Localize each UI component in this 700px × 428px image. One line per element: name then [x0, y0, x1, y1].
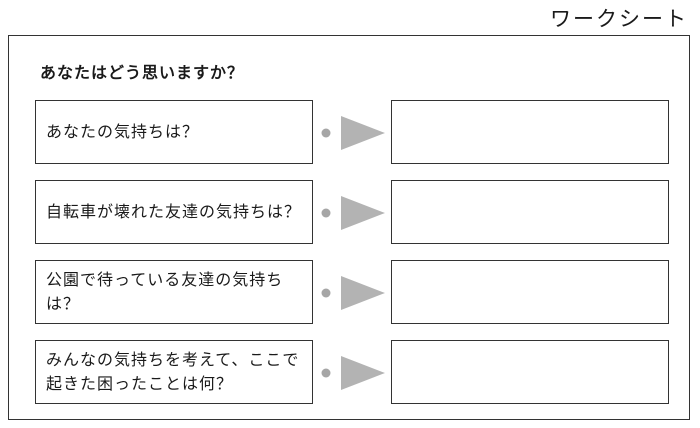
question-row-4: みんなの気持ちを考えて、ここで起きた困ったことは何？	[9, 340, 689, 404]
question-row-1: あなたの気持ちは？	[9, 100, 689, 164]
question-text-4: みんなの気持ちを考えて、ここで起きた困ったことは何？	[46, 350, 300, 393]
question-text-1: あなたの気持ちは？	[46, 122, 200, 141]
answer-box-3[interactable]	[391, 260, 669, 324]
question-box-3: 公園で待っている友達の気持ちは？	[35, 260, 313, 324]
question-row-3: 公園で待っている友達の気持ちは？	[9, 260, 689, 324]
arrow-icon	[321, 116, 385, 150]
worksheet-frame: あなたはどう思いますか？ あなたの気持ちは？ 自転車が壊れた友達の気持ちは？ 公…	[8, 35, 690, 420]
question-row-2: 自転車が壊れた友達の気持ちは？	[9, 180, 689, 244]
arrow-icon	[321, 196, 385, 230]
question-box-2: 自転車が壊れた友達の気持ちは？	[35, 180, 313, 244]
arrow-icon	[321, 356, 385, 390]
answer-box-4[interactable]	[391, 340, 669, 404]
worksheet-title: ワークシート	[550, 7, 688, 31]
answer-box-1[interactable]	[391, 100, 669, 164]
question-box-1: あなたの気持ちは？	[35, 100, 313, 164]
question-text-3: 公園で待っている友達の気持ちは？	[46, 270, 284, 313]
worksheet-prompt: あなたはどう思いますか？	[40, 63, 245, 82]
arrow-icon	[321, 276, 385, 310]
question-text-2: 自転車が壊れた友達の気持ちは？	[46, 202, 302, 221]
question-box-4: みんなの気持ちを考えて、ここで起きた困ったことは何？	[35, 340, 313, 404]
answer-box-2[interactable]	[391, 180, 669, 244]
